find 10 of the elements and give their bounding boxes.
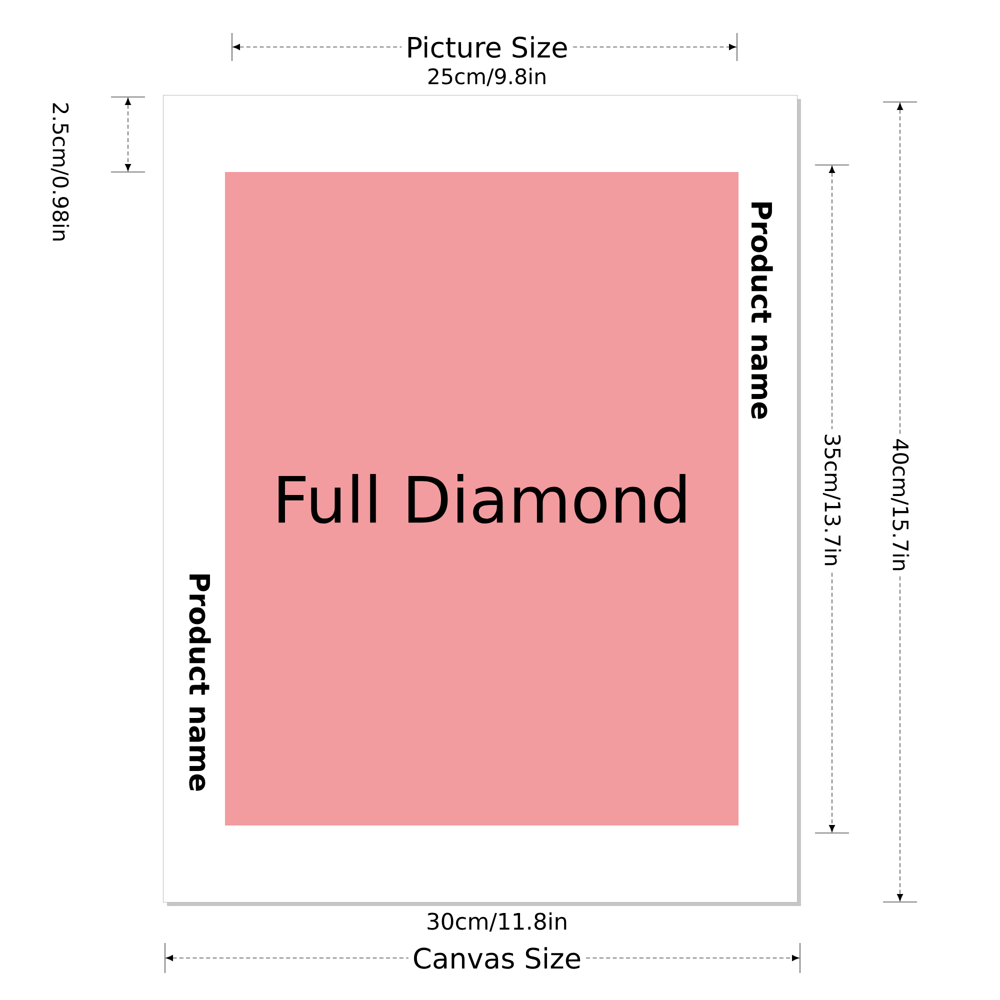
- dimension-label: Picture Size: [402, 32, 572, 62]
- dimension-label: 40cm/15.7in: [886, 434, 914, 576]
- dimension-label: 25cm/9.8in: [428, 68, 546, 86]
- dimension-label: 35cm/13.7in: [818, 429, 846, 571]
- dimension-label: 30cm/11.8in: [428, 912, 566, 932]
- dimension-label: Canvas Size: [408, 943, 586, 973]
- dimension-label: 2.5cm/0.98in: [50, 103, 70, 240]
- product-label: Product name: [751, 202, 773, 419]
- product-label: Product name: [189, 574, 211, 791]
- picture-area: Full Diamond: [225, 172, 739, 826]
